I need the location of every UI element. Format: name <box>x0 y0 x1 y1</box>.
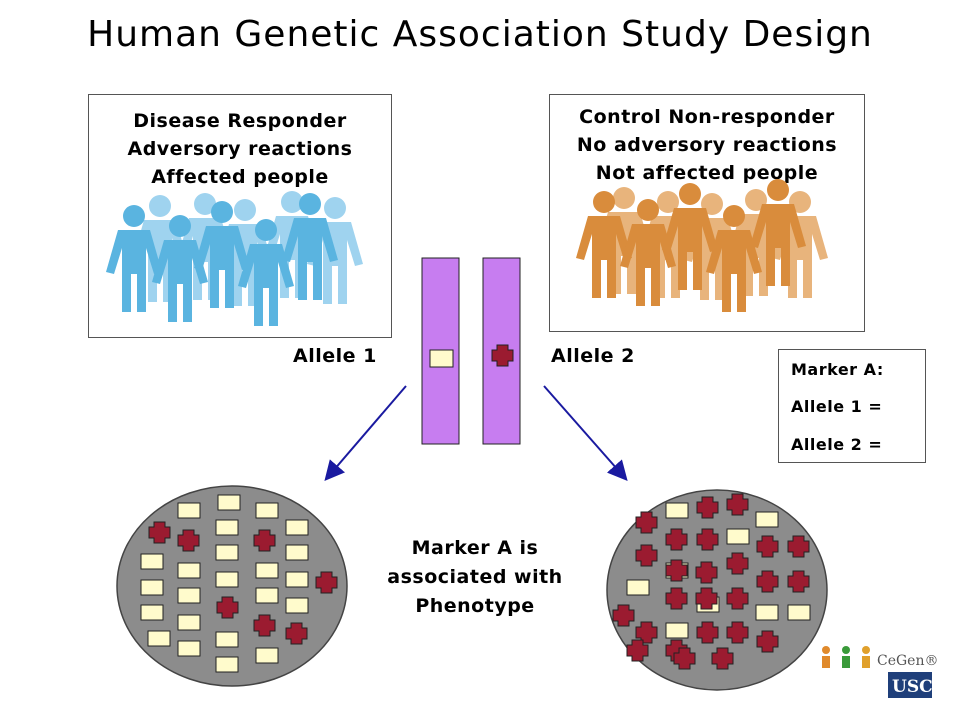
allele-square-icon <box>140 579 164 596</box>
allele-cross-icon <box>635 511 658 534</box>
allele-cross-icon <box>665 528 688 551</box>
cegen-logo: CeGen® <box>822 646 938 669</box>
association-note-line-1: Marker A is <box>411 537 539 559</box>
allele-cross-icon <box>726 587 749 610</box>
disease-line-2: Adversory reactions <box>127 138 353 160</box>
arrow-icon <box>543 385 628 482</box>
control-markers <box>612 493 811 670</box>
usc-logo: USC <box>888 672 933 698</box>
control-line-1: Control Non-responder <box>579 106 835 128</box>
page-title: Human Genetic Association Study Design <box>87 14 873 55</box>
allele-square-icon <box>140 604 164 621</box>
allele-cross-icon <box>726 493 749 516</box>
allele-square-icon <box>177 640 201 657</box>
control-line-3: Not affected people <box>595 162 819 184</box>
disease-people-group <box>106 191 363 326</box>
allele-square-icon <box>177 587 201 604</box>
allele-square-icon <box>726 528 750 545</box>
allele-cross-icon <box>787 535 810 558</box>
allele-square-icon <box>217 494 241 511</box>
allele-cross-icon <box>635 621 658 644</box>
disease-line-3: Affected people <box>151 166 329 188</box>
allele-cross-icon <box>726 621 749 644</box>
allele-cross-icon <box>726 552 749 575</box>
allele-cross-icon <box>756 570 779 593</box>
allele-cross-icon <box>177 529 200 552</box>
allele-square-icon <box>255 587 279 604</box>
allele-square-icon <box>255 562 279 579</box>
allele-cross-icon <box>665 559 688 582</box>
allele-cross-icon <box>253 529 276 552</box>
allele-square-icon <box>215 656 239 673</box>
allele-cross-icon <box>635 544 658 567</box>
allele-square-icon <box>665 622 689 639</box>
allele-square-icon <box>285 519 309 536</box>
allele-cross-icon <box>696 621 719 644</box>
allele-square-icon <box>285 544 309 561</box>
allele-2-label: Allele 2 <box>551 345 635 367</box>
allele-square-icon <box>429 349 454 368</box>
allele-square-icon <box>285 597 309 614</box>
person-icon <box>862 646 870 668</box>
allele-square-icon <box>177 562 201 579</box>
person-icon <box>822 646 830 668</box>
allele-square-icon <box>626 579 650 596</box>
allele-cross-icon <box>696 496 719 519</box>
allele-square-icon <box>255 502 279 519</box>
allele-square-icon <box>140 553 164 570</box>
legend-box: Marker A: Allele 1 = Allele 2 = <box>778 349 926 463</box>
allele-square-icon <box>215 571 239 588</box>
allele-square-icon <box>665 502 689 519</box>
allele-cross-icon <box>253 614 276 637</box>
allele-cross-icon <box>696 528 719 551</box>
allele-cross-icon <box>216 596 239 619</box>
cegen-logo-text: CeGen® <box>877 653 938 669</box>
legend-allele-2: Allele 2 = <box>791 435 883 454</box>
allele-cross-icon <box>695 561 718 584</box>
allele-square-icon <box>755 604 779 621</box>
allele-square-icon <box>787 604 811 621</box>
association-note-line-2: associated with <box>387 566 563 588</box>
allele-square-icon <box>147 630 171 647</box>
allele-cross-icon <box>315 571 338 594</box>
allele-square-icon <box>177 614 201 631</box>
association-note-line-3: Phenotype <box>415 595 535 617</box>
allele-cross-icon <box>612 604 635 627</box>
allele-cross-icon <box>711 647 734 670</box>
association-note: Marker A is associated with Phenotype <box>370 534 580 621</box>
disease-markers <box>140 494 338 673</box>
disease-line-1: Disease Responder <box>133 110 347 132</box>
arrow-icon <box>324 385 407 482</box>
allele-cross-icon <box>756 630 779 653</box>
control-people-group <box>576 179 828 312</box>
allele-1-label: Allele 1 <box>293 345 377 367</box>
allele-square-icon <box>215 631 239 648</box>
allele-cross-icon <box>491 344 514 367</box>
allele-cross-icon <box>695 587 718 610</box>
allele-square-icon <box>177 502 201 519</box>
allele-cross-icon <box>756 535 779 558</box>
allele-square-icon <box>215 544 239 561</box>
usc-logo-text: USC <box>892 677 933 697</box>
allele-square-icon <box>285 571 309 588</box>
legend-allele-1: Allele 1 = <box>791 397 883 416</box>
allele-square-icon <box>255 647 279 664</box>
person-icon <box>842 646 850 668</box>
allele-cross-icon <box>148 521 171 544</box>
control-line-2: No adversory reactions <box>576 134 838 156</box>
allele-cross-icon <box>673 647 696 670</box>
legend-title: Marker A: <box>791 360 884 379</box>
allele-cross-icon <box>665 587 688 610</box>
allele-square-icon <box>215 519 239 536</box>
allele-cross-icon <box>787 570 810 593</box>
allele-cross-icon <box>285 622 308 645</box>
allele-cross-icon <box>626 639 649 662</box>
allele-square-icon <box>755 511 779 528</box>
